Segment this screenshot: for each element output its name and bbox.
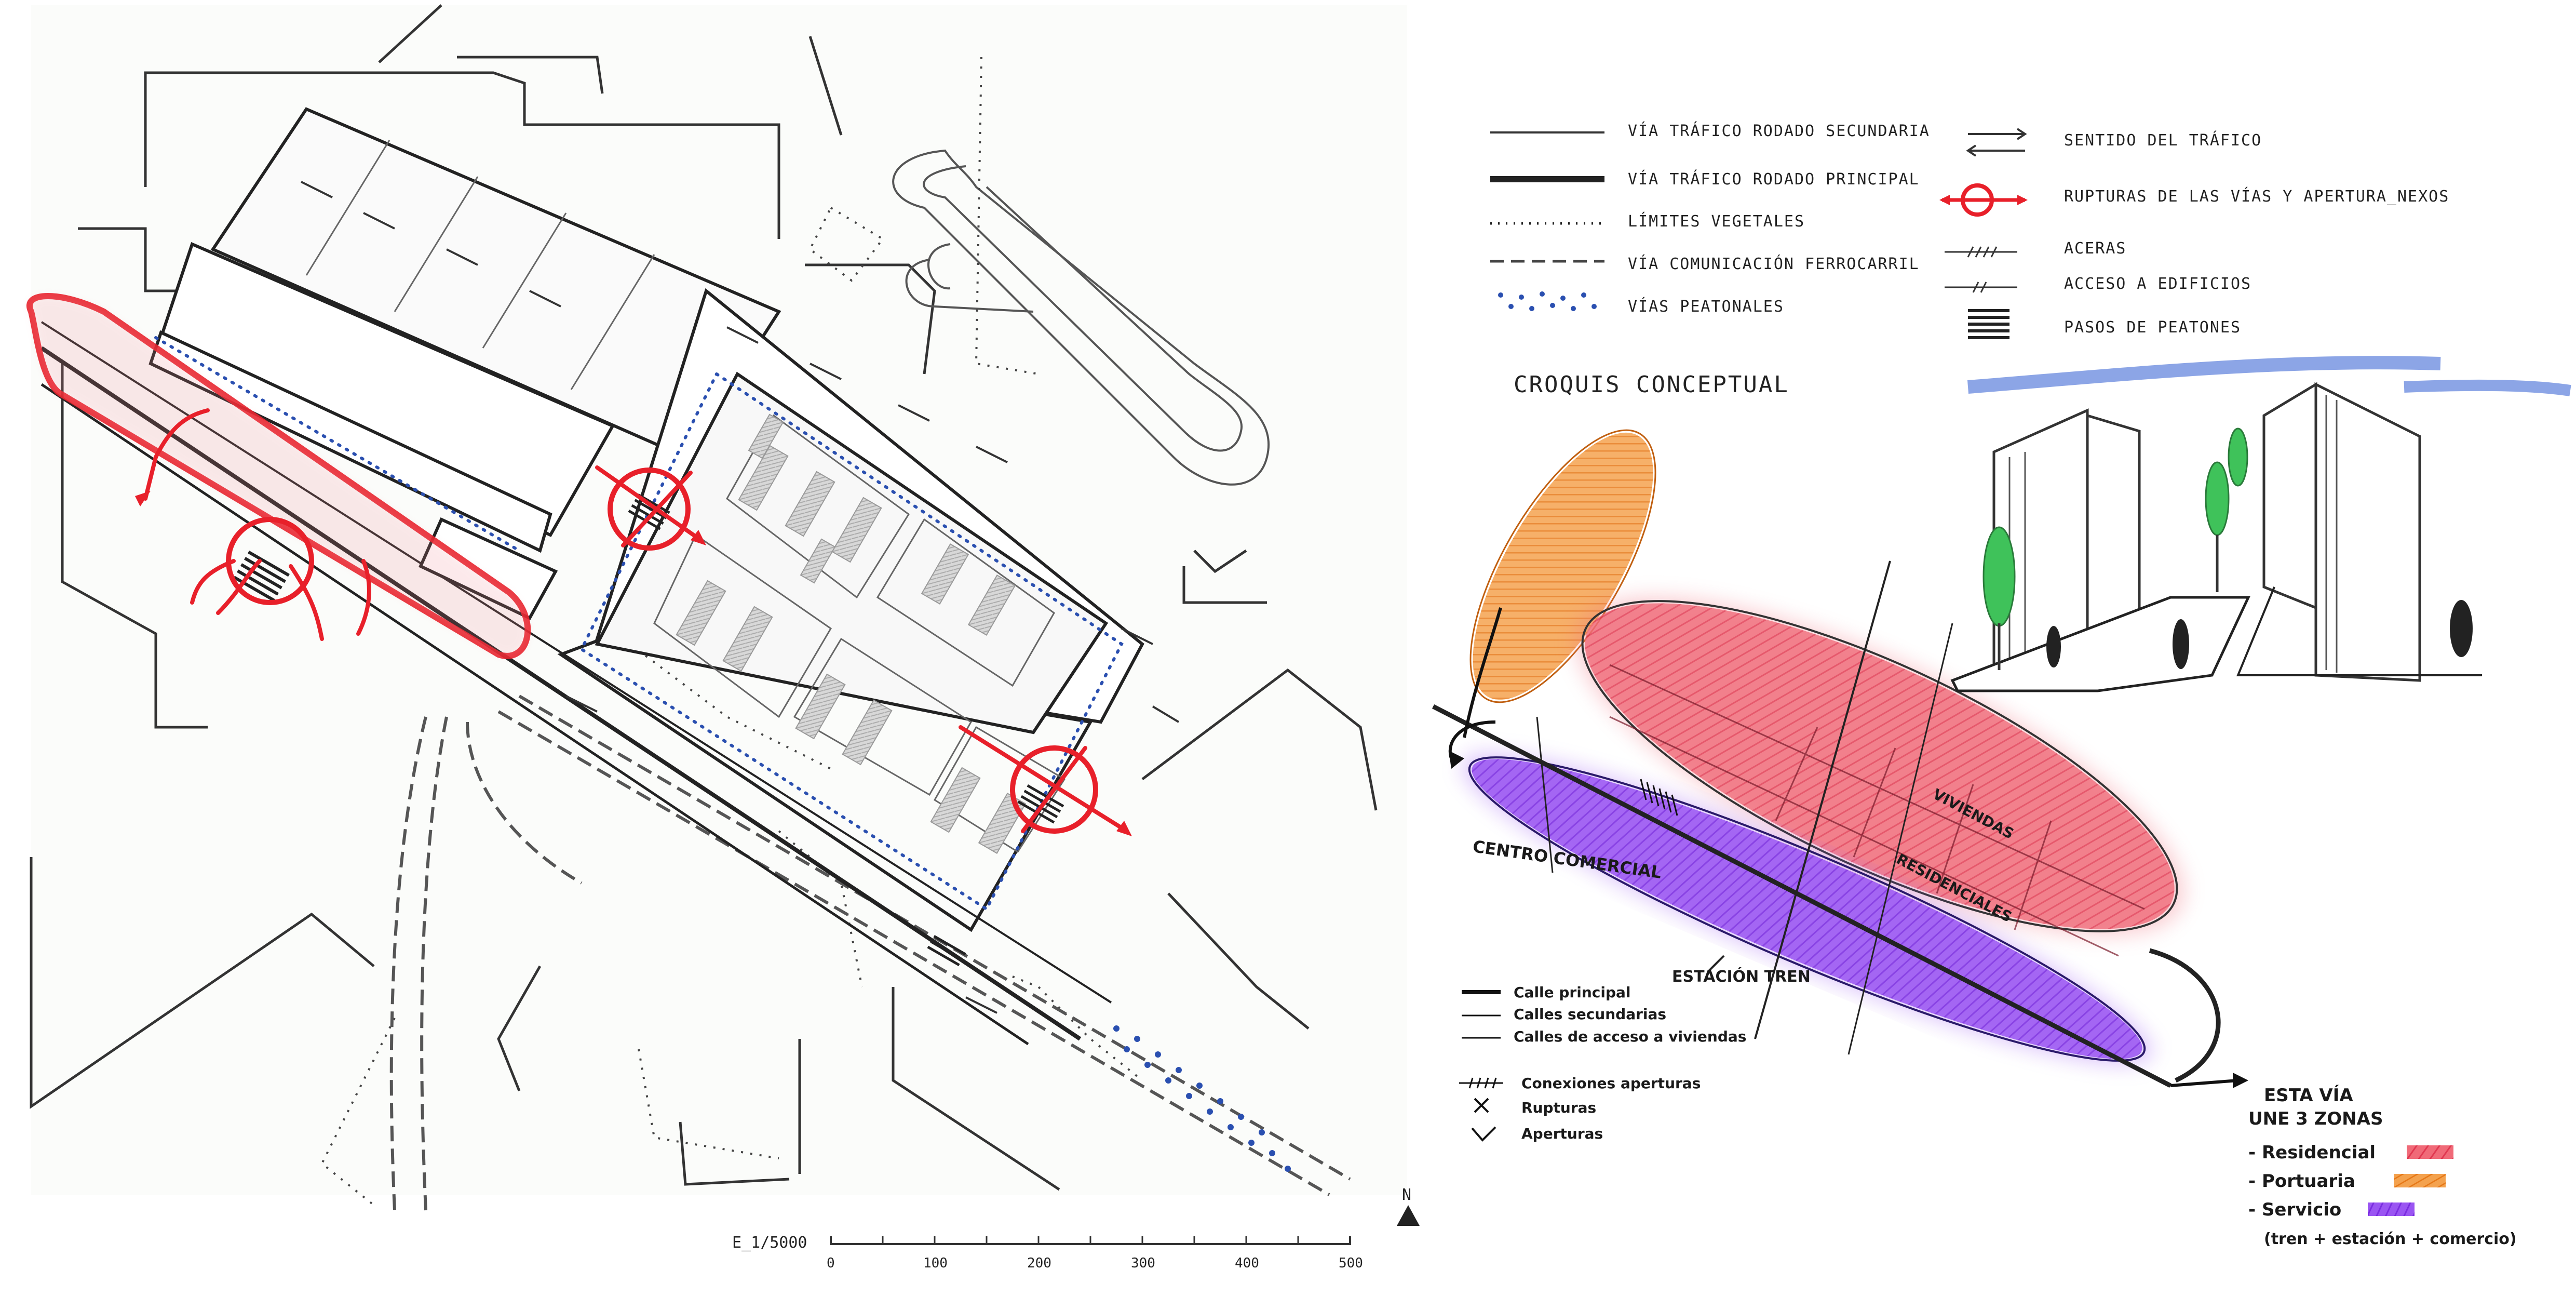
blue-dots-icon xyxy=(1498,291,1597,311)
sketch-legend-calles-acceso: Calles de acceso a viviendas xyxy=(1514,1028,1746,1045)
port-zone-outline xyxy=(1469,429,1656,703)
legend-label-pasos: PASOS DE PEATONES xyxy=(2064,318,2241,337)
note-subtext: (tren + estación + comercio) xyxy=(2264,1230,2517,1248)
note-zone-servicio: - Servicio xyxy=(2248,1199,2341,1220)
sketch-legend-conexiones: Conexiones aperturas xyxy=(1521,1075,1701,1092)
sketch-arrowheads xyxy=(1449,751,2248,1088)
building-footprints xyxy=(676,413,1027,854)
vegetation-limits xyxy=(320,57,1143,1206)
ruptures-overlay xyxy=(26,293,1132,836)
swatch-portuaria xyxy=(2394,1174,2446,1187)
sketch-legend: Calle principal Calles secundarias Calle… xyxy=(1459,984,1746,1142)
note-line1: ESTA VÍA xyxy=(2264,1085,2353,1106)
sketch-main-street xyxy=(1432,560,2221,1088)
port-zone xyxy=(1473,432,1653,700)
note-zone-residencial: - Residencial xyxy=(2248,1142,2376,1163)
legend-label-principal: VÍA TRÁFICO RODADO PRINCIPAL xyxy=(1628,170,1920,189)
hatched-line-icon xyxy=(1459,1077,1503,1089)
scale-tick-200: 200 xyxy=(1027,1255,1051,1271)
street-buildings xyxy=(1992,382,2421,682)
pedestrian-paths xyxy=(154,336,1124,912)
concept-sketch: CROQUIS CONCEPTUAL xyxy=(1432,356,2571,1248)
legend-label-acceso: ACCESO A EDIFICIOS xyxy=(2064,275,2251,293)
sketch-legend-rupturas: Rupturas xyxy=(1521,1099,1596,1116)
red-circle-arrow-icon xyxy=(1939,183,2028,217)
rupture-arrows xyxy=(143,408,1129,833)
swatch-servicio xyxy=(2368,1203,2415,1216)
legend-label-sentido: SENTIDO DEL TRÁFICO xyxy=(2064,131,2262,150)
check-icon xyxy=(1471,1126,1496,1142)
x-icon xyxy=(1474,1098,1489,1113)
legend-label-aceras: ACERAS xyxy=(2064,239,2126,258)
sketch-legend-calles-secundarias: Calles secundarias xyxy=(1514,1006,1666,1023)
scale-tick-400: 400 xyxy=(1235,1255,1259,1271)
legend-label-ferrocarril: VÍA COMUNICACIÓN FERROCARRIL xyxy=(1628,254,1920,273)
sketch-legend-calle-principal: Calle principal xyxy=(1514,984,1631,1001)
residential-outline xyxy=(1581,600,2178,932)
crosswalk-icon xyxy=(1968,309,2009,339)
legend-label-secundaria: VÍA TRÁFICO RODADO SECUNDARIA xyxy=(1628,122,1930,140)
scale-label: E_1/5000 xyxy=(732,1234,807,1252)
scale-tick-300: 300 xyxy=(1131,1255,1155,1271)
scale-tick-0: 0 xyxy=(827,1255,835,1271)
tree-trunk xyxy=(1998,535,2219,670)
context-blocks xyxy=(30,4,1378,1191)
pedestrian-icon xyxy=(2046,600,2473,669)
residential-zone xyxy=(1585,603,2175,929)
label-estacion: ESTACIÓN TREN xyxy=(1672,967,1811,986)
swatch-residencial xyxy=(2407,1145,2453,1159)
sketch-connections xyxy=(1640,779,1678,816)
tree-icon xyxy=(1982,427,2248,627)
legend-label-peatonales: VÍAS PEATONALES xyxy=(1628,297,1784,316)
legend-label-rupturas: RUPTURAS DE LAS VÍAS Y APERTURA_NEXOS xyxy=(2064,187,2449,206)
rupture-arrowheads xyxy=(135,491,1132,836)
double-arrow-icon xyxy=(1966,128,2027,157)
perspective-street-sketch xyxy=(1950,356,2571,692)
legend: VÍA TRÁFICO RODADO SECUNDARIA VÍA TRÁFIC… xyxy=(1490,122,2449,339)
site-plan: E_1/5000 0 100 200 300 400 500 N xyxy=(26,4,1420,1271)
zones-note: ESTA VÍA UNE 3 ZONAS - Residencial - Por… xyxy=(2248,1085,2517,1248)
traffic-arrows xyxy=(301,181,1180,1014)
north-label: N xyxy=(1402,1186,1411,1204)
sketch-title: CROQUIS CONCEPTUAL xyxy=(1514,371,1789,398)
note-line2: UNE 3 ZONAS xyxy=(2248,1108,2383,1129)
pedestrian-dot-cluster xyxy=(1113,1025,1291,1172)
service-outline xyxy=(1468,756,2146,1062)
scale-bar: E_1/5000 0 100 200 300 400 500 N xyxy=(732,1186,1420,1271)
north-arrow-icon xyxy=(1397,1205,1420,1226)
legend-label-vegetales: LÍMITES VEGETALES xyxy=(1628,212,1805,231)
block-grid xyxy=(305,140,1066,853)
residential-grid xyxy=(1609,664,2145,957)
sketch-legend-aperturas: Aperturas xyxy=(1521,1125,1603,1142)
hatched-line-icon xyxy=(1945,246,2017,258)
street-hatching xyxy=(2008,395,2338,673)
scale-tick-100: 100 xyxy=(923,1255,948,1271)
sky-strokes xyxy=(1967,356,2441,394)
access-line-icon xyxy=(1945,282,2017,293)
ramp-curve xyxy=(892,149,1270,486)
scale-tick-500: 500 xyxy=(1339,1255,1363,1271)
note-zone-portuaria: - Portuaria xyxy=(2248,1171,2355,1192)
